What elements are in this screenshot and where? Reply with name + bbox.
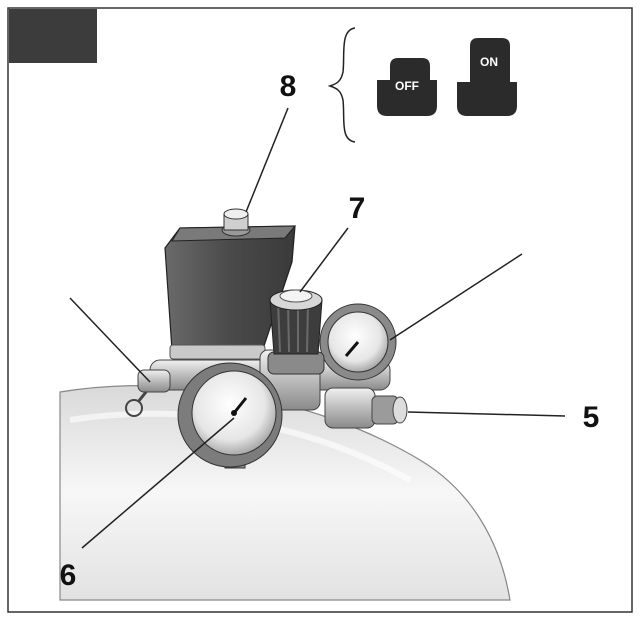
callout-7: 7 bbox=[349, 192, 366, 225]
callout-8: 8 bbox=[280, 70, 297, 103]
off-label: OFF bbox=[395, 79, 419, 93]
leader-line-5 bbox=[407, 411, 566, 417]
on-off-knob bbox=[221, 208, 251, 237]
callout-6: 6 bbox=[60, 559, 77, 592]
pressure-switch bbox=[164, 225, 297, 360]
pressure-regulator bbox=[267, 289, 325, 375]
leader-line-6 bbox=[81, 417, 235, 549]
leader-line-8 bbox=[245, 107, 289, 213]
corner-tab bbox=[9, 9, 97, 63]
on-label: ON bbox=[480, 55, 498, 69]
on-button-icon: ON bbox=[457, 38, 517, 116]
outlet-pressure-gauge bbox=[177, 362, 283, 469]
leader-line-safety-valve bbox=[69, 297, 151, 383]
quick-coupling bbox=[324, 387, 408, 429]
off-button-icon: OFF bbox=[377, 58, 437, 116]
leader-line-7 bbox=[299, 227, 349, 293]
leader-line-right-gauge bbox=[389, 253, 523, 341]
tank-pressure-gauge bbox=[319, 303, 397, 381]
switch-brace bbox=[327, 27, 356, 143]
callout-5: 5 bbox=[583, 401, 600, 434]
safety-valve bbox=[125, 369, 171, 417]
